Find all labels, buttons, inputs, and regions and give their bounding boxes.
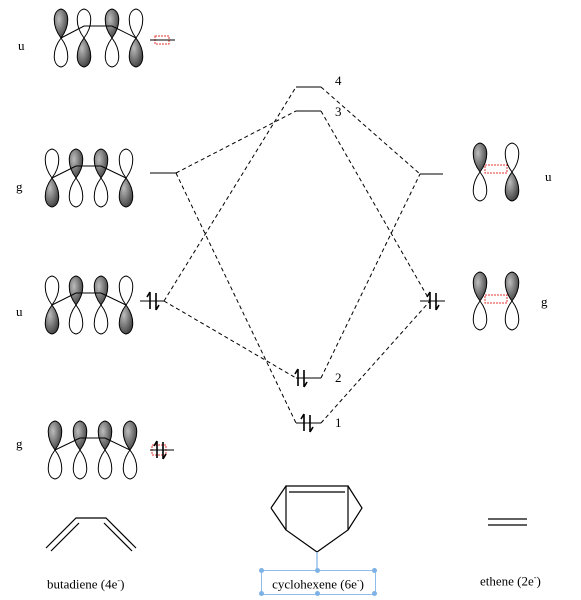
correlation-line <box>175 110 297 174</box>
correlation-line <box>320 300 431 424</box>
butadiene-levels <box>140 172 176 451</box>
level-number: 2 <box>335 370 342 385</box>
node-marker <box>484 164 508 174</box>
cyclohexene-structure <box>270 485 363 553</box>
symmetry-label: u <box>16 304 23 319</box>
symmetry-label: g <box>16 179 23 194</box>
symmetry-label: u <box>18 38 25 53</box>
butadiene-caption: butadiene (4e-) <box>47 576 125 592</box>
ethene-structure <box>488 518 527 526</box>
selection-handle[interactable] <box>372 568 377 573</box>
selection-handle[interactable] <box>259 591 264 596</box>
butadiene-orbital-psi1 <box>47 420 138 480</box>
selection-handle[interactable] <box>372 591 377 596</box>
selection-handle[interactable] <box>259 568 264 573</box>
cyclohexene-levels <box>296 86 321 424</box>
butadiene-orbital-psi3 <box>44 148 134 208</box>
symmetry-label: u <box>545 169 552 184</box>
correlation-line <box>175 172 297 424</box>
butadiene-structure <box>45 517 137 552</box>
node-marker <box>484 294 508 304</box>
correlation-line <box>320 86 421 175</box>
butadiene-orbital-psi4 <box>53 8 144 68</box>
node-markers <box>150 35 508 456</box>
level-number: 3 <box>335 104 342 119</box>
symmetry-label: g <box>541 294 548 309</box>
correlation-line <box>320 173 421 379</box>
selection-handle[interactable] <box>315 568 320 573</box>
cyclohexene-caption[interactable]: cyclohexene (6e-) <box>272 576 364 592</box>
ethene-levels <box>420 173 445 302</box>
correlation-line <box>320 110 431 302</box>
selection-handle[interactable] <box>315 591 320 596</box>
correlation-line <box>163 300 297 379</box>
ethene-caption: ethene (2e-) <box>480 573 541 589</box>
ethene-orbital-pi <box>472 271 520 331</box>
level-number: 4 <box>335 73 342 88</box>
level-number: 1 <box>335 415 342 430</box>
ethene-orbital-pi-star <box>472 142 520 202</box>
symmetry-label: g <box>16 436 23 451</box>
correlation-lines <box>163 86 431 424</box>
correlation-line <box>163 86 297 302</box>
butadiene-orbital-psi2 <box>44 275 134 335</box>
